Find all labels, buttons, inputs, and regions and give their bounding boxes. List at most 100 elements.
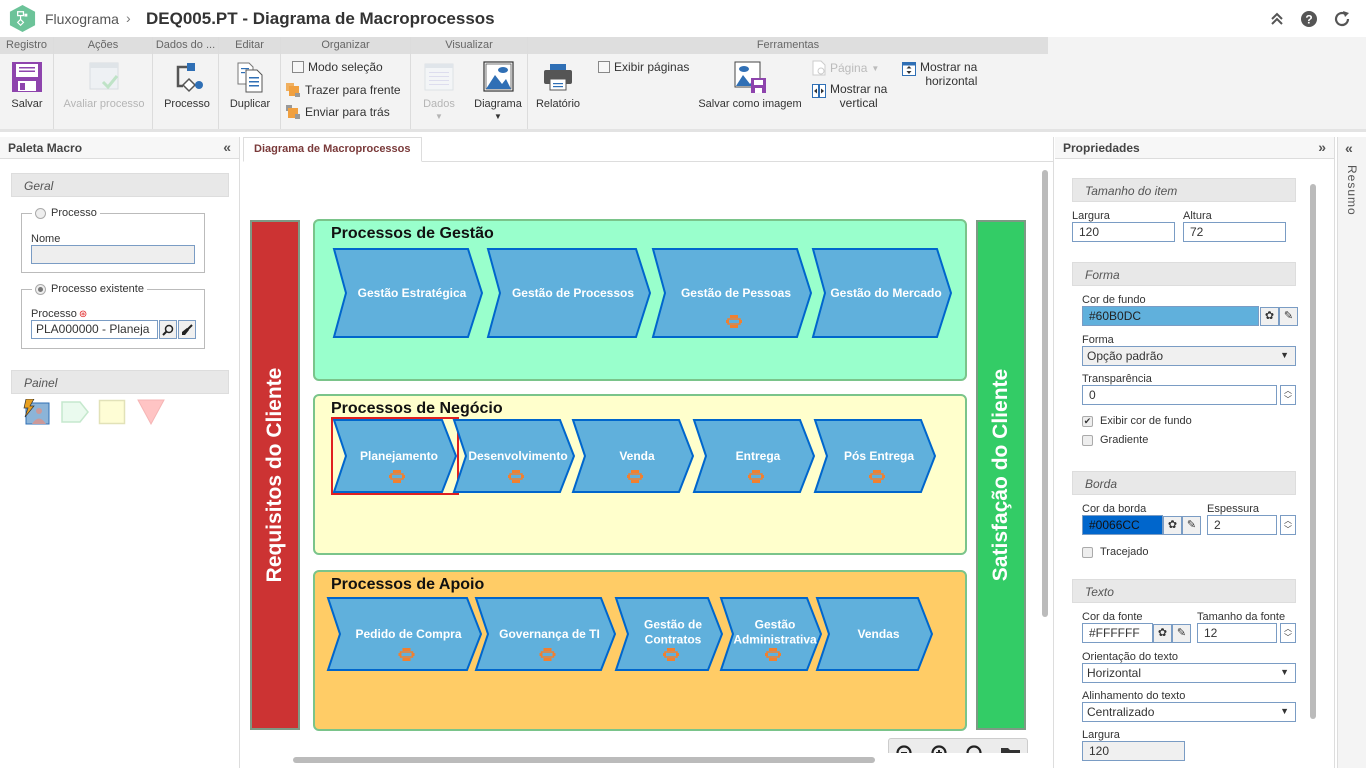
dashed-checkbox[interactable]: Tracejado (1082, 546, 1149, 558)
selection-mode-checkbox[interactable]: Modo seleção (292, 60, 383, 74)
process-shape[interactable]: Desenvolvimento (452, 419, 576, 493)
event-lightning-shape-icon[interactable] (23, 399, 51, 425)
process-chevron[interactable] (614, 597, 724, 671)
triangle-shape-icon[interactable] (137, 399, 165, 425)
process-shape[interactable]: Gestão de Pessoas (651, 248, 813, 338)
linked-flowchart-icon[interactable] (765, 648, 781, 661)
process-shape[interactable]: Pedido de Compra (326, 597, 483, 671)
section-geral[interactable]: Geral (11, 173, 229, 197)
app-name-breadcrumb[interactable]: Fluxograma (45, 11, 119, 27)
process-chevron[interactable] (719, 597, 823, 671)
border-color-input[interactable]: #0066CC (1082, 515, 1163, 535)
font-color-clear-button[interactable]: ✎ (1172, 624, 1191, 643)
process-chevron[interactable] (486, 248, 652, 338)
section-border[interactable]: Borda (1072, 471, 1296, 495)
linked-flowchart-icon[interactable] (663, 648, 679, 661)
process-shape[interactable]: Pós Entrega (813, 419, 937, 493)
existing-process-radio-option[interactable]: Processo existente (32, 283, 147, 295)
process-chevron[interactable] (332, 419, 458, 493)
linked-flowchart-icon[interactable] (508, 470, 524, 483)
process-input[interactable]: PLA000000 - Planeja (31, 320, 158, 339)
process-shape[interactable]: Planejamento (331, 417, 459, 495)
report-button[interactable]: Relatório (534, 57, 582, 110)
process-chevron[interactable] (813, 419, 937, 493)
height-input[interactable]: 72 (1183, 222, 1286, 242)
diagram-canvas[interactable]: Requisitos do Cliente Satisfação do Clie… (241, 163, 1041, 753)
zoom-out-icon[interactable] (895, 744, 917, 753)
font-size-stepper[interactable]: ︿﹀ (1280, 623, 1296, 643)
evaluate-process-button[interactable]: Avaliar processo (58, 57, 150, 110)
radio-button[interactable] (35, 207, 46, 219)
bg-color-palette-button[interactable]: ✿ (1260, 307, 1279, 326)
process-shape[interactable]: Entrega (692, 419, 816, 493)
thickness-stepper[interactable]: ︿﹀ (1280, 515, 1296, 535)
save-button[interactable]: Salvar (4, 57, 50, 110)
save-as-image-button[interactable]: Salvar como imagem (696, 57, 804, 110)
summary-side-panel[interactable]: « Resumo (1337, 137, 1366, 768)
font-size-input[interactable]: 12 (1197, 623, 1277, 643)
section-shape[interactable]: Forma (1072, 262, 1296, 286)
collapse-up-icon[interactable] (1268, 10, 1286, 28)
linked-flowchart-icon[interactable] (726, 315, 742, 328)
section-item-size[interactable]: Tamanho do item (1072, 178, 1296, 202)
customer-satisfaction-bar[interactable]: Satisfação do Cliente (976, 220, 1026, 730)
transparency-stepper[interactable]: ︿﹀ (1280, 385, 1296, 405)
process-chevron[interactable] (332, 248, 484, 338)
zoom-fit-icon[interactable] (965, 744, 987, 753)
gradient-checkbox[interactable]: Gradiente (1082, 434, 1148, 446)
linked-flowchart-icon[interactable] (539, 648, 556, 661)
radio-button-selected[interactable] (35, 283, 46, 295)
process-chevron[interactable] (474, 597, 617, 671)
send-to-back-button[interactable]: Enviar para trás (285, 104, 390, 120)
width-input[interactable]: 120 (1072, 222, 1175, 242)
text-width-input[interactable]: 120 (1082, 741, 1185, 761)
zoom-in-icon[interactable] (930, 744, 952, 753)
process-chevron[interactable] (651, 248, 813, 338)
font-color-input[interactable]: #FFFFFF (1082, 623, 1153, 643)
search-process-button[interactable] (159, 320, 177, 339)
process-chevron[interactable] (326, 597, 483, 671)
border-color-palette-button[interactable]: ✿ (1163, 516, 1182, 535)
duplicate-button[interactable]: Duplicar (224, 57, 276, 110)
process-data-button[interactable]: Processo (159, 57, 215, 110)
process-chevron[interactable] (571, 419, 695, 493)
tab-diagram[interactable]: Diagrama de Macroprocessos (243, 137, 422, 162)
bg-color-input[interactable]: #60B0DC (1082, 306, 1259, 326)
collapse-right-icon[interactable]: » (1318, 139, 1326, 155)
vertical-scrollbar[interactable] (1042, 170, 1048, 617)
shape-select[interactable]: Opção padrão ▼ (1082, 346, 1296, 366)
customer-requirements-bar[interactable]: Requisitos do Cliente (250, 220, 300, 730)
show-pages-checkbox[interactable]: Exibir páginas (598, 60, 689, 74)
border-color-clear-button[interactable]: ✎ (1182, 516, 1201, 535)
process-shape[interactable]: Vendas (815, 597, 934, 671)
bring-to-front-button[interactable]: Trazer para frente (285, 82, 401, 98)
data-view-dropdown[interactable]: Dados ▼ (417, 57, 461, 121)
process-shape[interactable]: Governança de TI (474, 597, 617, 671)
section-text[interactable]: Texto (1072, 579, 1296, 603)
lane-square-shape-icon[interactable] (98, 399, 126, 425)
name-input[interactable] (31, 245, 195, 264)
refresh-icon[interactable] (1333, 10, 1351, 28)
process-shape[interactable]: Gestão Estratégica (332, 248, 484, 338)
process-shape[interactable]: Gestão do Mercado (811, 248, 953, 338)
clear-process-button[interactable] (178, 320, 196, 339)
linked-flowchart-icon[interactable] (389, 470, 405, 483)
show-bg-color-checkbox[interactable]: ✔ Exibir cor de fundo (1082, 415, 1192, 427)
transparency-input[interactable]: 0 (1082, 385, 1277, 405)
linked-flowchart-icon[interactable] (627, 470, 643, 483)
collapse-left-icon[interactable]: « (223, 139, 231, 155)
properties-scrollbar[interactable] (1310, 184, 1316, 719)
process-chevron[interactable] (452, 419, 576, 493)
show-horizontal-button[interactable]: Mostrar na horizontal (902, 60, 977, 88)
linked-flowchart-icon[interactable] (398, 648, 415, 661)
process-chevron[interactable] (811, 248, 953, 338)
process-arrow-shape-icon[interactable] (61, 401, 89, 423)
bg-color-clear-button[interactable]: ✎ (1279, 307, 1298, 326)
text-alignment-select[interactable]: Centralizado ▼ (1082, 702, 1296, 722)
horizontal-scrollbar[interactable] (293, 757, 875, 763)
folder-add-icon[interactable] (1000, 744, 1022, 753)
text-orientation-select[interactable]: Horizontal ▼ (1082, 663, 1296, 683)
linked-flowchart-icon[interactable] (748, 470, 764, 483)
